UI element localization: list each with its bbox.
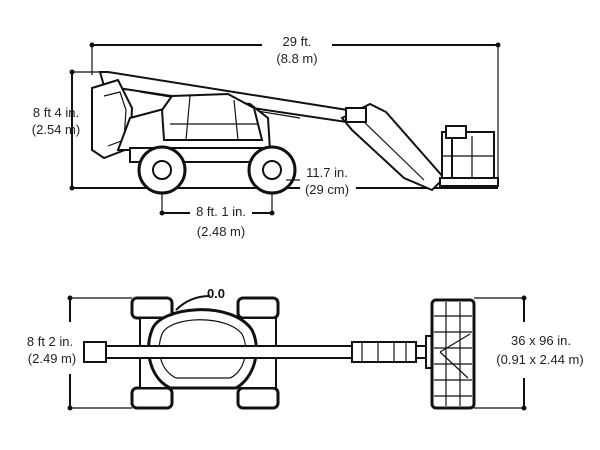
wheelbase-dimension: 8 ft. 1 in. (2.48 m) <box>159 193 275 239</box>
overall-length-dimension: 29 ft. (8.8 m) <box>89 34 501 180</box>
wheelbase-metric: (2.48 m) <box>197 224 245 239</box>
ground-clearance-value: 11.7 in. <box>306 165 348 180</box>
front-wheel <box>247 145 297 195</box>
platform-size-metric: (0.91 x 2.44 m) <box>496 352 583 367</box>
stowed-height-metric: (2.54 m) <box>32 122 80 137</box>
wheelbase-value: 8 ft. 1 in. <box>196 204 246 219</box>
platform-top-drawing <box>430 298 476 410</box>
top-view: 8 ft 2 in. (2.49 m) 0.0 <box>27 286 584 411</box>
tire-front-left <box>236 296 280 320</box>
stowed-height-value: 8 ft 4 in. <box>33 105 79 120</box>
ground-clearance-metric: (29 cm) <box>305 182 349 197</box>
overall-width-metric: (2.49 m) <box>28 351 76 366</box>
machine-top-drawing: 0.0 <box>83 286 441 410</box>
overall-width-value: 8 ft 2 in. <box>27 334 73 349</box>
stowed-height-dimension: 8 ft 4 in. (2.54 m) <box>32 69 100 191</box>
telescopic-section <box>351 341 417 363</box>
tire-front-right <box>236 386 280 410</box>
platform-basket <box>439 125 499 187</box>
turning-arrow <box>175 295 211 311</box>
boom-pivot-rear <box>83 341 107 363</box>
overall-width-dimension: 8 ft 2 in. (2.49 m) <box>27 295 132 411</box>
platform-size-value: 36 x 96 in. <box>511 333 571 348</box>
tire-rear-right <box>130 386 174 410</box>
side-view: 29 ft. (8.8 m) 8 ft 4 in. (2.54 m) <box>32 34 501 239</box>
machine-side-drawing <box>91 71 499 195</box>
turning-label: 0.0 <box>207 286 225 301</box>
overall-length-metric: (8.8 m) <box>276 51 317 66</box>
overall-length-value: 29 ft. <box>283 34 312 49</box>
platform-size-dimension: 36 x 96 in. (0.91 x 2.44 m) <box>474 295 584 411</box>
rear-wheel <box>137 145 187 195</box>
